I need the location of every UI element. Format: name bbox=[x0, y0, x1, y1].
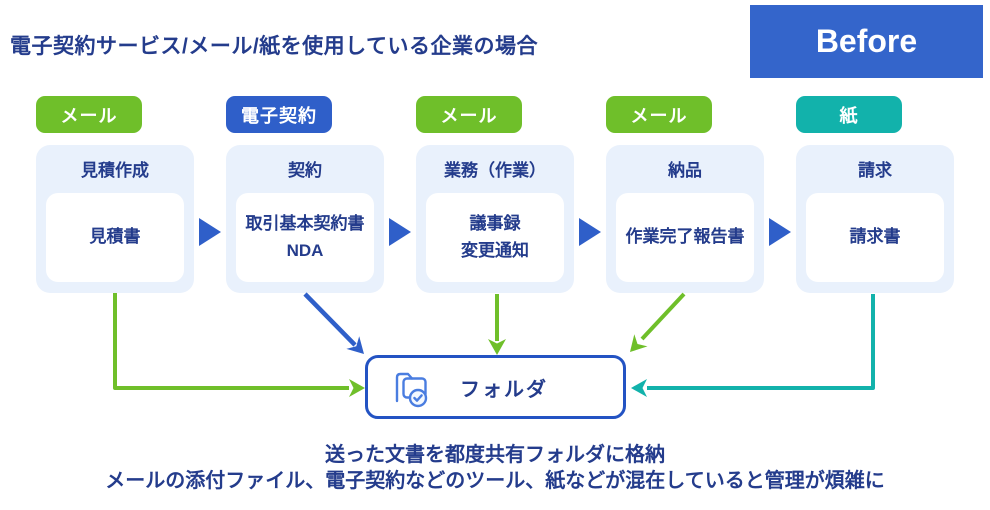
channel-badge-mail-1: メール bbox=[36, 96, 142, 133]
document-box: 議事録 変更通知 bbox=[426, 193, 564, 282]
stage-contract: 契約 取引基本契約書 NDA bbox=[226, 145, 384, 293]
footer-note: 送った文書を都度共有フォルダに格納 メールの添付ファイル、電子契約などのツール、… bbox=[0, 442, 990, 494]
folder-label: フォルダ bbox=[460, 378, 548, 401]
step-triangle-4 bbox=[769, 218, 791, 246]
document-text: 取引基本契約書 NDA bbox=[245, 214, 365, 260]
arrow-quote-to-folder bbox=[113, 293, 365, 397]
folder-check-icon bbox=[395, 372, 428, 408]
document-text: 請求書 bbox=[849, 227, 901, 247]
shared-folder-box: フォルダ bbox=[365, 355, 626, 419]
stage-quote: 見積作成 見積書 bbox=[36, 145, 194, 293]
document-box: 取引基本契約書 NDA bbox=[236, 193, 374, 282]
arrow-invoice-to-folder bbox=[631, 294, 875, 397]
document-box: 見積書 bbox=[46, 193, 184, 282]
phase-title: 請求 bbox=[858, 161, 892, 180]
channel-badge-econtract: 電子契約 bbox=[226, 96, 332, 133]
step-triangle-3 bbox=[579, 218, 601, 246]
document-text: 議事録 変更通知 bbox=[461, 214, 529, 260]
document-text: 作業完了報告書 bbox=[625, 227, 745, 247]
stage-delivery: 納品 作業完了報告書 bbox=[606, 145, 764, 293]
arrow-work-to-folder bbox=[488, 294, 506, 355]
phase-title: 業務（作業） bbox=[444, 161, 546, 180]
step-triangle-2 bbox=[389, 218, 411, 246]
footer-line-2: メールの添付ファイル、電子契約などのツール、紙などが混在していると管理が煩雑に bbox=[105, 470, 885, 492]
phase-title: 見積作成 bbox=[81, 161, 149, 180]
phase-title: 納品 bbox=[668, 161, 702, 180]
document-box: 作業完了報告書 bbox=[616, 193, 754, 282]
arrow-delivery-to-folder bbox=[630, 292, 686, 352]
before-badge: Before bbox=[750, 5, 983, 78]
channel-badge-paper: 紙 bbox=[796, 96, 902, 133]
stage-invoice: 請求 請求書 bbox=[796, 145, 954, 293]
channel-badge-mail-3: メール bbox=[606, 96, 712, 133]
phase-title: 契約 bbox=[288, 161, 322, 180]
page-title: 電子契約サービス/メール/紙を使用している企業の場合 bbox=[10, 35, 539, 58]
document-box: 請求書 bbox=[806, 193, 944, 282]
channel-badge-mail-2: メール bbox=[416, 96, 522, 133]
arrow-contract-to-folder bbox=[303, 292, 364, 354]
document-text: 見積書 bbox=[89, 227, 141, 247]
step-triangle-1 bbox=[199, 218, 221, 246]
footer-line-1: 送った文書を都度共有フォルダに格納 bbox=[325, 444, 665, 466]
stage-work: 業務（作業） 議事録 変更通知 bbox=[416, 145, 574, 293]
